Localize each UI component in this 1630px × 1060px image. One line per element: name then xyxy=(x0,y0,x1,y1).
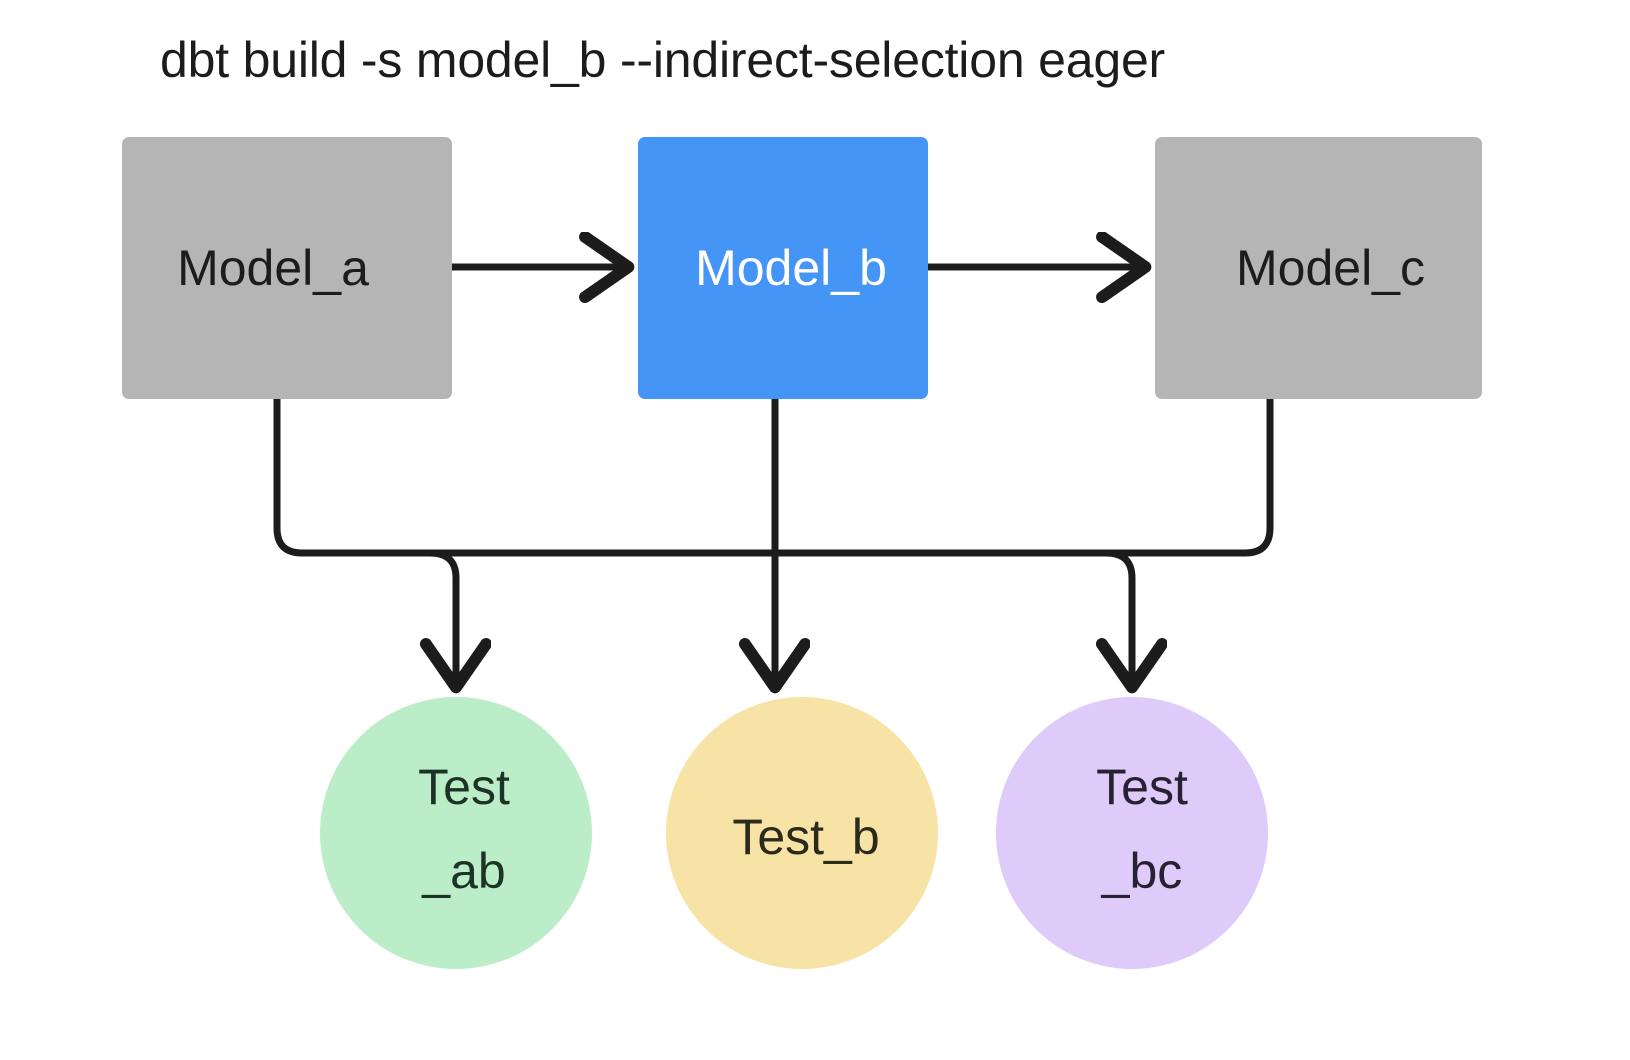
diagram-title: dbt build -s model_b --indirect-selectio… xyxy=(160,32,1166,88)
node-test-ab[interactable]: Test _ab xyxy=(320,697,592,969)
edge-model-c-to-test-bc xyxy=(1241,395,1274,557)
node-model-a-label: Model_a xyxy=(177,240,369,296)
node-model-b-label: Model_b xyxy=(695,240,887,296)
node-test-b[interactable]: Test_b xyxy=(666,697,938,969)
node-test-bc[interactable]: Test _bc xyxy=(996,697,1268,969)
node-test-ab-label: Test _ab xyxy=(418,759,510,899)
edge-bus-drop-test-bc xyxy=(1106,549,1132,686)
node-test-b-label: Test_b xyxy=(732,809,880,865)
node-test-bc-label: Test _bc xyxy=(1096,759,1188,899)
node-model-c-label: Model_c xyxy=(1236,240,1425,296)
edge-model-a-to-test-ab xyxy=(273,395,1249,557)
node-model-b[interactable]: Model_b xyxy=(638,137,928,399)
edge-bus-drop-test-ab xyxy=(430,549,456,686)
node-model-a[interactable]: Model_a xyxy=(122,137,452,399)
node-model-c[interactable]: Model_c xyxy=(1155,137,1482,399)
